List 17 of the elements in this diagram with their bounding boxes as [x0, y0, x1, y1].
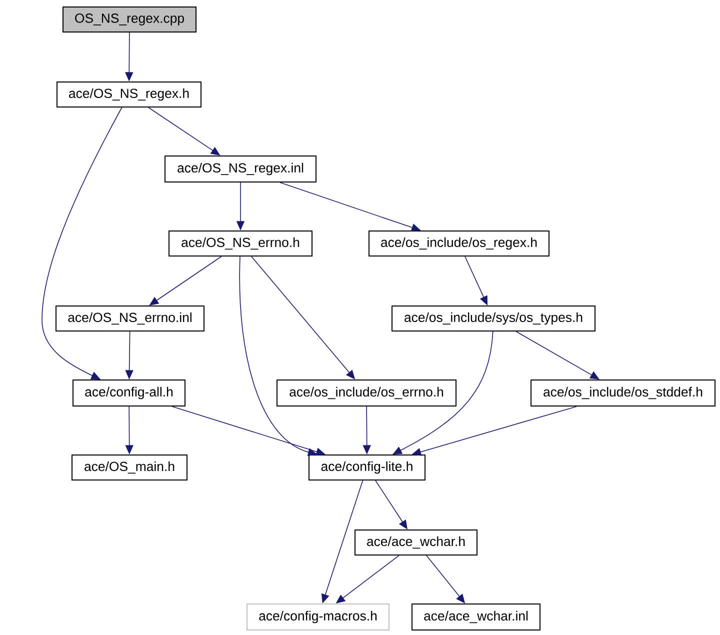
arrow: [42, 107, 122, 380]
file-box: ace/config-lite.h: [308, 454, 426, 480]
file-box: OS_NS_regex.cpp: [62, 6, 196, 32]
file-box: ace/OS_NS_regex.h: [56, 82, 202, 108]
file-box: ace/os_include/os_errno.h: [276, 380, 456, 406]
file-box: ace/OS_NS_errno.inl: [56, 306, 204, 332]
file-box: ace/config-macros.h: [246, 604, 390, 630]
arrow: [375, 480, 408, 530]
file-box: ace/OS_NS_errno.h: [168, 230, 312, 256]
file-box: ace/ace_wchar.inl: [412, 604, 540, 630]
file-box: ace/os_include/os_regex.h: [368, 230, 550, 256]
file-box: ace/OS_NS_regex.inl: [164, 156, 316, 182]
file-box: ace/config-all.h: [72, 380, 186, 406]
file-box: ace/os_include/os_stddef.h: [530, 380, 716, 406]
file-box: ace/OS_main.h: [72, 454, 188, 480]
file-box: ace/ace_wchar.h: [354, 530, 478, 556]
file-box: ace/os_include/sys/os_types.h: [392, 306, 596, 332]
